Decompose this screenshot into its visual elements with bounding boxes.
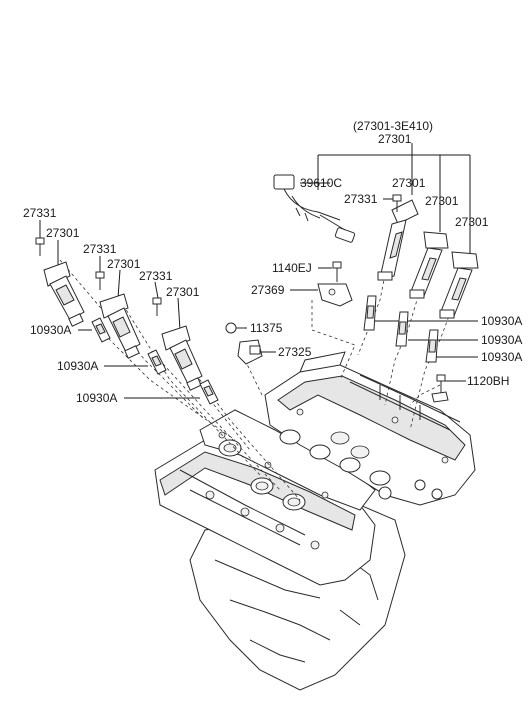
assembly-guide-lines — [59, 259, 456, 501]
spark-plug-left — [91, 317, 219, 405]
bolt-1140ej-label: 1140EJ — [272, 261, 312, 275]
bolt-1120bh-label: 1120BH — [467, 374, 509, 388]
coil-left-2-label: 27301 — [107, 257, 141, 271]
sensor-27325 — [237, 339, 263, 365]
bolt-11375 — [225, 322, 244, 334]
bolt-left-2-label: 27331 — [83, 242, 117, 256]
ignition-coil-left-3 — [161, 325, 203, 391]
bolt-1140ej — [332, 261, 342, 282]
ignition-coil-right-3 — [439, 251, 479, 319]
bolt-right — [392, 194, 402, 212]
coil-right-1-label: 27301 — [392, 176, 426, 190]
plug-right-3-label: 10930A — [481, 350, 522, 364]
wiring-harness — [273, 174, 356, 243]
plug-left-2-label: 10930A — [57, 359, 98, 373]
bolt-left-3-label: 27331 — [139, 269, 173, 283]
plug-left-3-label: 10930A — [76, 391, 117, 405]
bolt-11375-label: 11375 — [250, 321, 283, 335]
ignition-coil-left-2 — [99, 293, 141, 359]
plug-left-1-label: 10930A — [30, 323, 71, 337]
coil-right-2-label: 27301 — [425, 194, 459, 208]
spark-plug-right — [363, 295, 439, 363]
coil-left-3-label: 27301 — [166, 285, 200, 299]
leader-lines — [39, 143, 478, 399]
engine-block — [154, 351, 476, 691]
bolt-left-1-label: 27331 — [23, 206, 57, 220]
plug-right-1-label: 10930A — [481, 314, 522, 328]
bolt-left — [35, 237, 162, 316]
ignition-coil-right-1 — [377, 199, 419, 281]
ignition-coil-right-2 — [409, 231, 449, 299]
harness-label: 39610C — [300, 176, 342, 190]
bolt-right-label: 27331 — [344, 192, 378, 206]
bracket-label: 27369 — [251, 283, 285, 297]
sensor-label: 27325 — [278, 345, 312, 359]
assembly-number-label: (27301-3E410) — [353, 119, 433, 133]
plug-right-2-label: 10930A — [481, 333, 522, 347]
bolt-1120bh — [431, 374, 449, 403]
assembly-main-label: 27301 — [378, 132, 412, 146]
bracket-27369 — [317, 283, 353, 307]
coil-right-3-label: 27301 — [455, 215, 489, 229]
coil-left-1-label: 27301 — [46, 226, 80, 240]
ignition-coil-left-1 — [43, 261, 85, 327]
part-labels: (27301-3E410) 27301 39610C 27301 27331 2… — [23, 119, 522, 405]
